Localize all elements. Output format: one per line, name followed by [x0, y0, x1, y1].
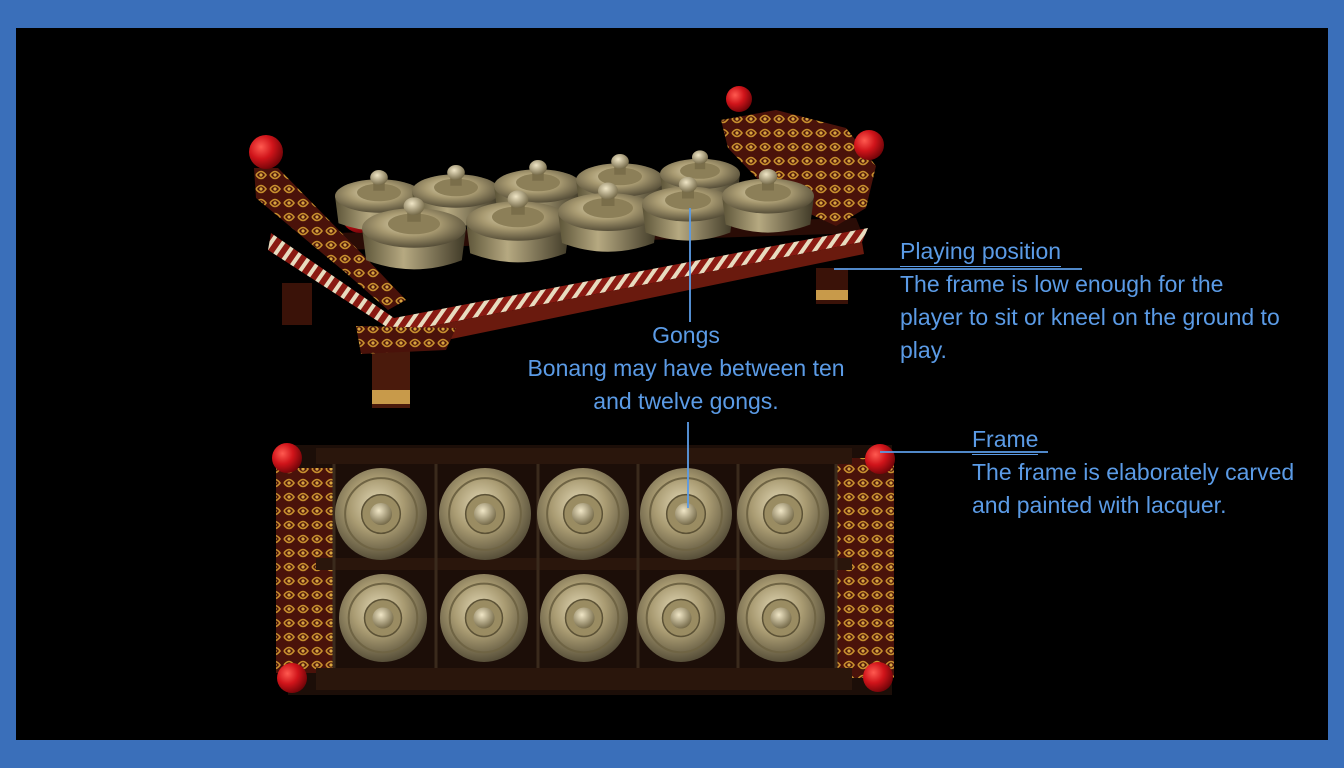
- top-view-rail: [316, 448, 852, 464]
- gong: [737, 468, 829, 560]
- gong: [722, 168, 814, 233]
- gong: [362, 197, 466, 270]
- gong: [439, 468, 531, 560]
- right-end-panel: [721, 110, 876, 226]
- gongs-title: Gongs: [652, 322, 720, 348]
- gong: [339, 574, 427, 662]
- playing-position-text: The frame is low enough for the player t…: [900, 271, 1280, 363]
- playing-position-title: Playing position: [900, 237, 1062, 267]
- bonang-illustration: [249, 86, 1082, 695]
- left-end-panel: [254, 168, 406, 310]
- red-finial: [249, 135, 283, 169]
- red-finial: [277, 663, 307, 693]
- front-rail: [356, 326, 456, 354]
- gong: [737, 574, 825, 662]
- red-finial: [272, 443, 302, 473]
- top-view-gong-rows: [335, 468, 829, 662]
- gong: [642, 176, 734, 241]
- red-finial: [865, 444, 895, 474]
- gong: [540, 574, 628, 662]
- red-finial: [863, 662, 893, 692]
- gong: [335, 468, 427, 560]
- frame-leg: [282, 283, 312, 325]
- frame-leg: [816, 290, 848, 300]
- perspective-gong-rows: [335, 150, 814, 270]
- top-view-rail: [316, 668, 852, 690]
- gong: [537, 468, 629, 560]
- red-finial: [726, 86, 752, 112]
- front-rail: [396, 242, 864, 350]
- top-view-rail: [316, 558, 852, 570]
- top-view-end-panel: [276, 468, 334, 673]
- bonang-top-view: [272, 443, 895, 695]
- gong: [637, 574, 725, 662]
- gong: [558, 182, 658, 252]
- gongs-text: Bonang may have between ten and twelve g…: [527, 355, 845, 414]
- bonang-perspective-view: [249, 86, 884, 408]
- frame-leg: [372, 390, 410, 404]
- gong: [440, 574, 528, 662]
- red-finial: [854, 130, 884, 160]
- gong: [466, 190, 570, 263]
- frame-title: Frame: [972, 425, 1039, 455]
- frame-text: The frame is elaborately carved and pain…: [972, 459, 1295, 518]
- gong: [640, 468, 732, 560]
